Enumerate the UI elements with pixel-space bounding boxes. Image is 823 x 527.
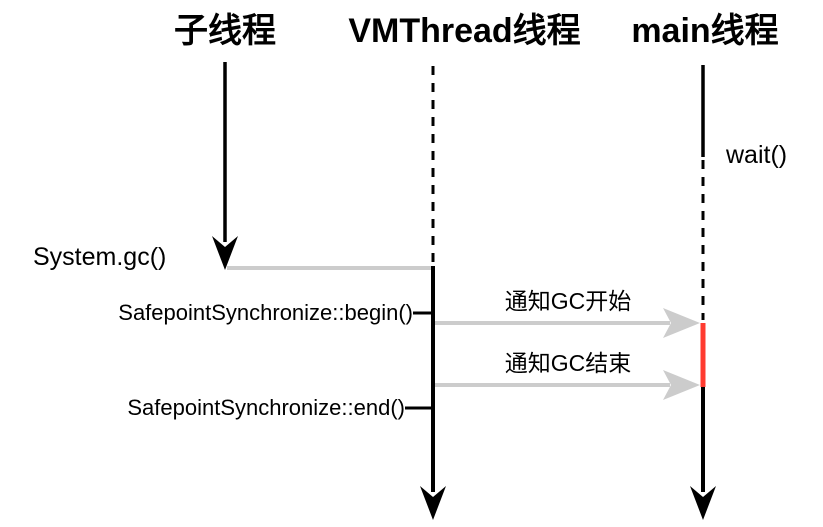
message-label-notify-gc-start: 通知GC开始 [504, 288, 632, 314]
actor-header-main-thread: main线程 [631, 12, 779, 50]
actor-header-child-thread: 子线程 [174, 12, 276, 50]
child-thread-arrowhead-icon [212, 236, 238, 270]
message-label-system-gc: System.gc() [33, 243, 167, 271]
message-label-notify-gc-end: 通知GC结束 [504, 350, 632, 376]
message-label-wait: wait() [726, 141, 788, 169]
message-label-safepoint-end: SafepointSynchronize::end() [127, 395, 405, 420]
message-label-safepoint-begin: SafepointSynchronize::begin() [118, 300, 413, 325]
vmthread-arrowhead-icon [420, 486, 446, 520]
notify-gc-end-arrowhead-icon [663, 370, 700, 400]
notify-gc-start-arrowhead-icon [663, 308, 700, 338]
main-thread-arrowhead-icon [690, 486, 716, 520]
actor-header-vmthread: VMThread线程 [348, 12, 581, 50]
